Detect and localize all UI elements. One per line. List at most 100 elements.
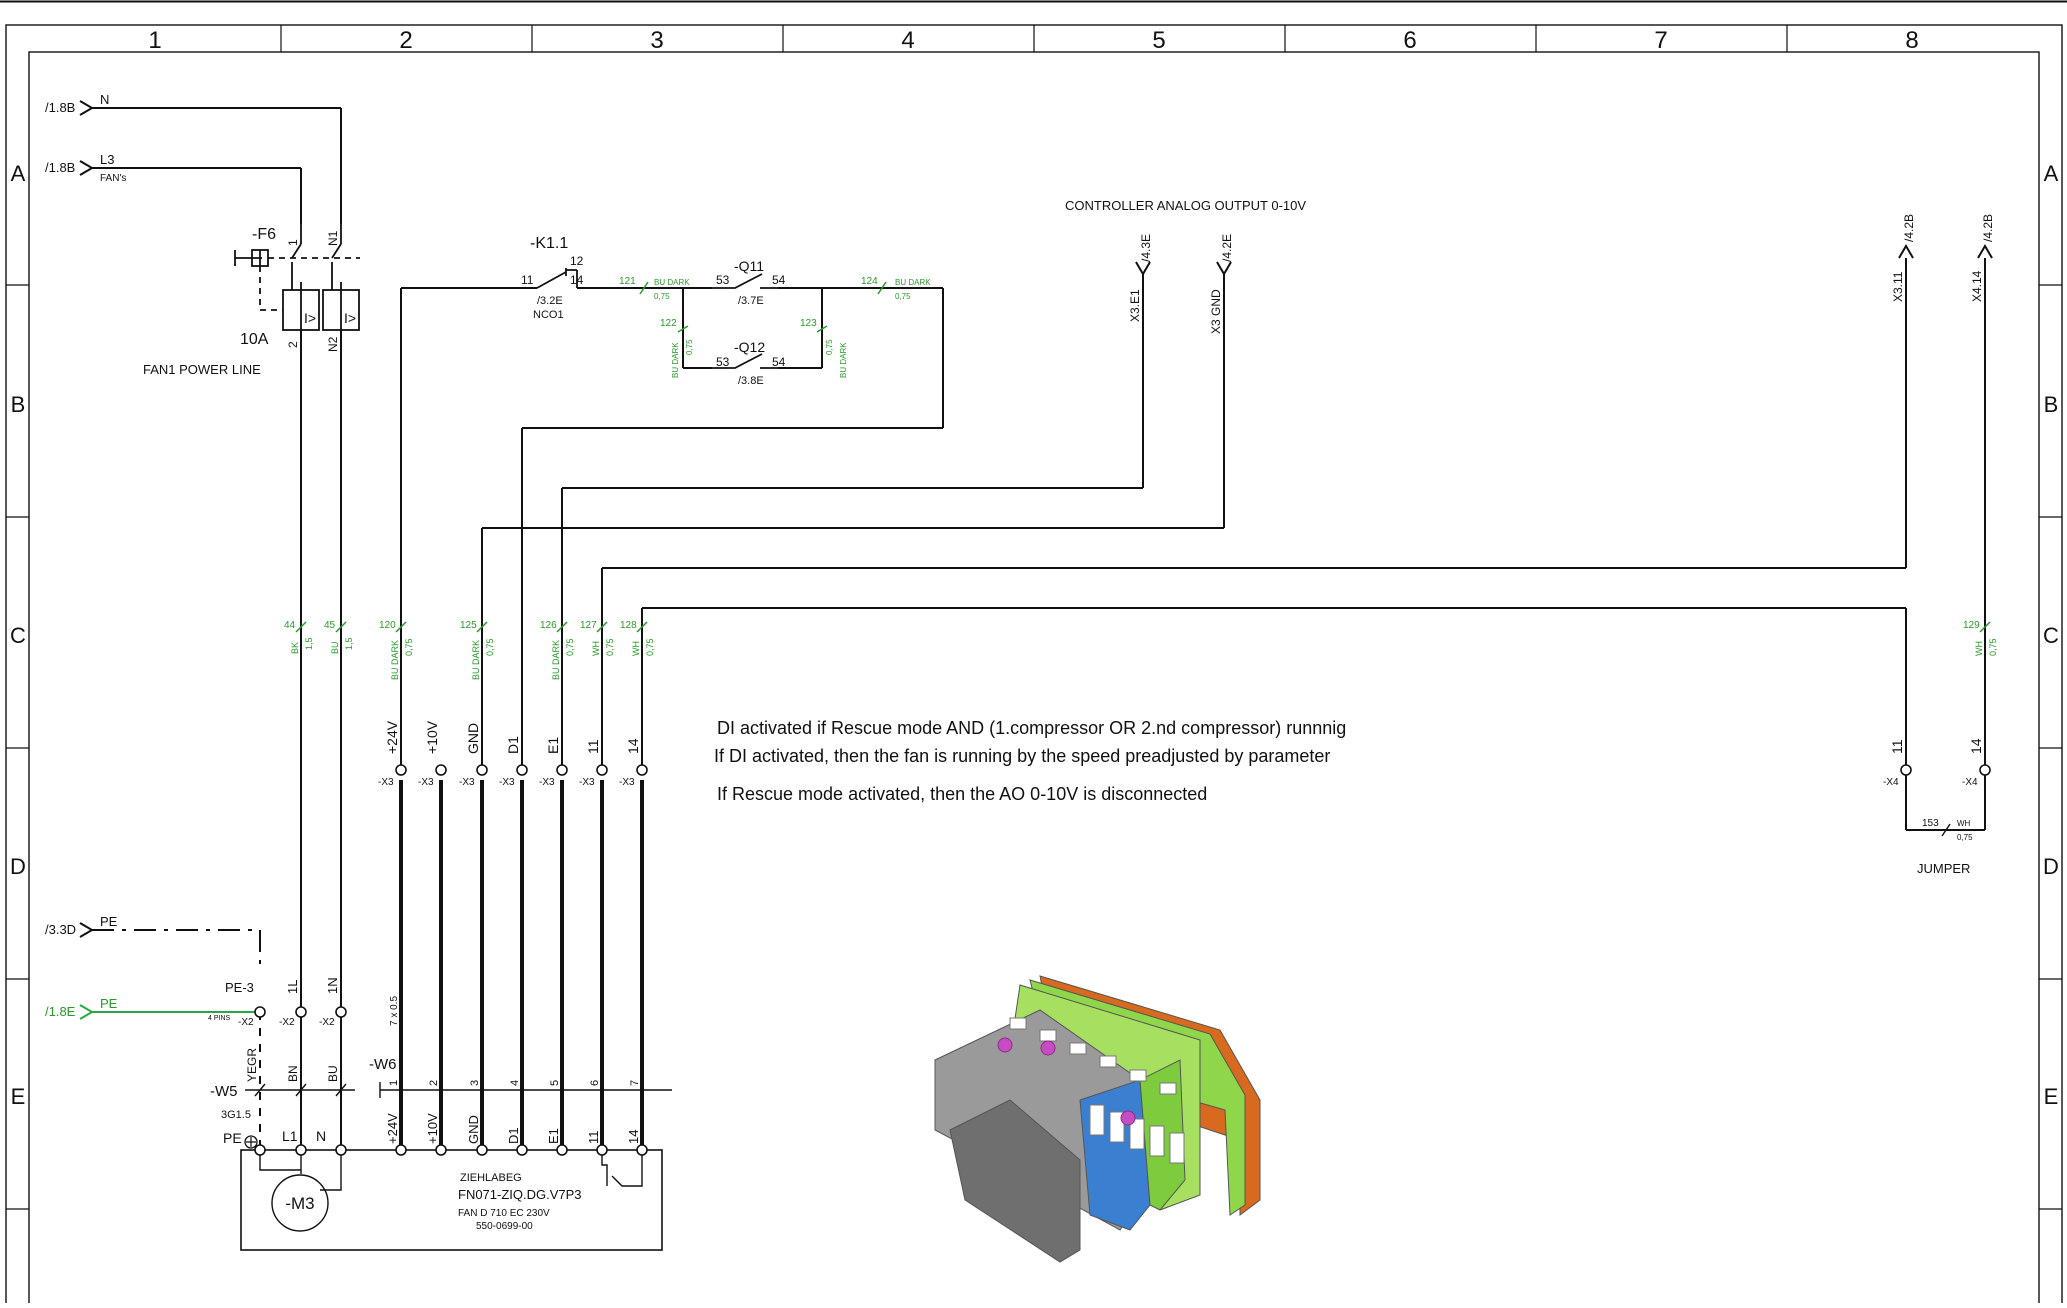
core-color: BU [330,641,340,654]
core-marks [295,621,1991,633]
breaker-f6[interactable]: I> I> -F6 10A FAN1 POWER LINE 1 N1 2 N2 [143,224,360,377]
row-label: B [2044,392,2059,417]
core-color: WH [631,641,641,656]
x3-terminal-tag: -X3 [499,777,515,788]
notes: DI activated if Rescue mode AND (1.compr… [714,718,1346,804]
contact-pin: 53 [716,355,730,369]
ref-l3-name: L3 [100,152,114,167]
breaker-terminal: 1 [286,239,300,246]
x3-terminal-name: +24V [384,720,400,754]
controller-terminal: X3.E1 [1128,289,1142,322]
motor-terminal: E1 [546,1128,561,1144]
relay-k11[interactable]: -K1.1 12 11 14 /3.2E NCO1 [521,235,584,321]
column-label: 4 [901,27,914,54]
row-label: E [11,1084,26,1109]
core-number: 127 [580,620,597,631]
x2-pins: 4 PINS [208,1015,231,1022]
ref-pe2: /1.8E [45,1004,76,1019]
core-size: 0,75 [485,638,495,656]
terminal-strip-x2[interactable]: PE-3 -X2 -X2 -X2 4 PINS 1L 1N [208,977,347,1028]
controller-ref: /4.2B [1902,214,1916,242]
column-label: 7 [1654,27,1667,54]
breaker-terminal: N1 [326,230,340,246]
w6-core: 4 [509,1080,521,1086]
breaker-terminal: N2 [326,336,340,352]
x2-tag: -X2 [319,1017,335,1028]
wire-color: BU DARK [671,342,680,378]
core-number: 126 [540,620,557,631]
controller-ref: /4.2E [1220,234,1234,262]
x4-terminal-tag: -X4 [1962,777,1978,788]
wire-number: 122 [660,318,677,329]
x3-terminal-name: 11 [585,739,601,754]
contact-pin: 53 [716,273,730,287]
x2-terminal-name: 1L [285,980,300,994]
column-label: 8 [1905,27,1918,54]
core-size: 0,75 [605,638,615,656]
row-label: A [11,161,26,186]
controller-terminal: X4.14 [1970,270,1984,302]
x3-terminal-name: +10V [424,720,440,754]
breaker-terminal: 2 [286,341,300,348]
x4-terminal-tag: -X4 [1883,777,1899,788]
terminal-strip-x4[interactable]: 11 14 -X4 -X4 153 WH 0,75 JUMPER [1883,738,1991,876]
wiring [92,107,1986,1150]
core-number: 44 [284,620,296,631]
contact-q12[interactable]: -Q12 53 54 /3.8E [712,339,786,387]
x3-terminal-tag: -X3 [619,777,635,788]
core-size: 0,75 [404,638,414,656]
contact-q11[interactable]: -Q11 53 54 /3.7E [712,258,786,307]
breaker-tag: -F6 [252,226,276,243]
row-label: B [11,392,26,417]
w6-core: 7 [629,1080,641,1086]
wire-marks [639,281,887,333]
cable-w5: -W5 YEGR BN BU 3G1.5 [210,1048,355,1121]
core-color: BU DARK [471,640,481,680]
w5-core: BN [286,1065,300,1082]
motor-desc: FAN D 710 EC 230V [458,1208,550,1219]
wire-color: BU DARK [895,278,931,287]
column-label: 1 [148,27,161,54]
motor-terminal: D1 [506,1127,521,1144]
row-label: D [10,854,26,879]
jumper-label: JUMPER [1917,861,1970,876]
column-label: 3 [650,27,663,54]
ref-pe1-name: PE [100,914,118,929]
core-color: BK [290,642,300,654]
contact-pin: 54 [772,273,786,287]
motor-terminal: 14 [626,1130,641,1144]
core-size: 1,5 [304,637,314,650]
x4-terminal-name: 11 [1889,739,1905,754]
x2-terminal-name: 1N [325,977,340,994]
motor-m3[interactable]: PE L1 N +24V +10V GND D1 E1 11 14 -M3 ZI… [223,1113,663,1251]
row-label: C [10,623,26,648]
relay-pin: 14 [570,273,584,287]
motor-tag: -M3 [285,1194,314,1213]
terminal-strip-x3[interactable]: +24V +10V GND D1 E1 11 14 -X3 -X3 -X3 -X… [378,720,648,788]
cable-size: 3G1.5 [221,1109,251,1121]
x3-terminal-name: GND [465,723,481,754]
jumper-wire-size: 0,75 [1957,833,1973,842]
w6-core: 2 [428,1080,440,1086]
core-size: 1,5 [344,637,354,650]
core-color: WH [1974,641,1984,656]
note-line: If DI activated, then the fan is running… [714,746,1330,766]
wire-number: 123 [800,318,817,329]
note-line: If Rescue mode activated, then the AO 0-… [717,784,1207,804]
terminal-block-illustration [934,975,1261,1263]
jumper-wire-color: WH [1957,819,1971,828]
motor-part: 550-0699-00 [476,1221,533,1232]
w5-core: BU [326,1065,340,1082]
core-color: WH [591,641,601,656]
core-color: BU DARK [551,640,561,680]
x3-terminal-tag: -X3 [459,777,475,788]
x3-terminal-name: D1 [505,736,521,754]
motor-terminal: +10V [425,1113,440,1144]
controller-terminal: X3.11 [1891,271,1905,302]
controller-ref: /4.2B [1981,214,1995,242]
core-size: 0,75 [645,638,655,656]
wire-size: 0,75 [895,292,911,301]
motor-terminal: 11 [586,1131,601,1145]
row-label: E [2044,1084,2059,1109]
